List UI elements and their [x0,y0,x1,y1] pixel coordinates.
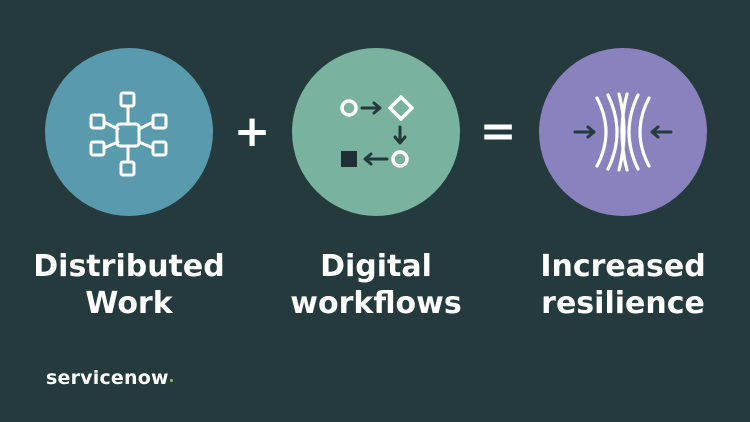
digital-workflows-circle [292,48,460,216]
logo-text: servicenow [46,367,169,389]
plus-operator: + [233,106,271,157]
digital-workflows-label-line1: Digital [320,249,432,284]
digital-workflows-label-line2: workflows [290,286,462,321]
digital-workflows-label: Digital workflows [256,248,496,322]
distributed-work-label: Distributed Work [9,248,249,322]
increased-resilience-label: Increased resilience [503,248,743,322]
network-nodes-icon [89,91,168,177]
increased-resilience-circle [539,48,707,216]
distributed-work-label-line2: Work [85,286,173,321]
increased-resilience-label-line2: resilience [541,286,705,321]
increased-resilience-label-line1: Increased [540,249,706,284]
distributed-work-circle [45,48,213,216]
compression-arcs-icon [573,92,673,172]
workflow-diagram-icon [340,95,414,168]
logo-dot [169,379,173,382]
equals-operator: = [479,106,517,157]
distributed-work-label-line1: Distributed [33,249,225,284]
servicenow-logo: servicenow [46,366,173,390]
